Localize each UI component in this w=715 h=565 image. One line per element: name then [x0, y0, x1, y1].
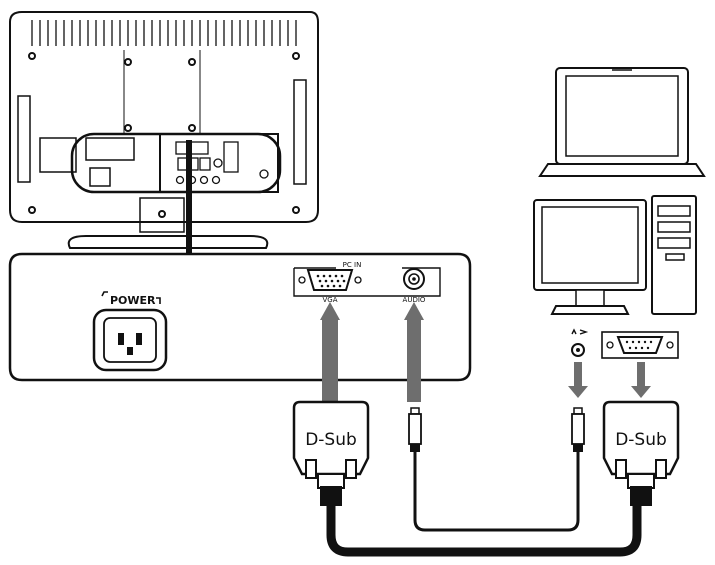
vga-label: VGA	[322, 296, 337, 304]
pc-in-label: PC IN	[343, 261, 362, 269]
pc-in-group	[293, 267, 441, 297]
power-label: POWER	[110, 294, 156, 307]
left-dsub-label: D-Sub	[305, 430, 357, 450]
power-socket	[92, 291, 168, 372]
left-dsub-plug	[292, 400, 370, 506]
pc-tower-illustration	[651, 195, 697, 315]
tv-back-illustration	[9, 11, 319, 249]
right-dsub-plug	[602, 400, 680, 506]
audio-label: AUDIO	[403, 296, 426, 304]
pc-vga-port	[601, 331, 679, 359]
tv-cable-bundle	[186, 140, 192, 260]
right-audio-plug	[571, 407, 585, 452]
left-vga-cable	[320, 302, 340, 402]
left-audio-plug	[408, 407, 422, 452]
laptop-illustration	[538, 67, 706, 177]
pc-audio-arrow	[568, 362, 588, 398]
audio-port	[403, 268, 425, 290]
right-dsub-label: D-Sub	[615, 430, 667, 450]
vga-port	[298, 269, 362, 291]
vga-cable-loop	[326, 502, 642, 557]
pc-monitor-illustration	[533, 199, 647, 315]
audio-cable-loop	[413, 450, 580, 532]
pc-vga-arrow	[631, 362, 651, 398]
left-audio-cable	[404, 302, 424, 402]
rear-panel: POWER PC IN VGA AUDIO	[8, 252, 472, 382]
pc-audio-port	[571, 328, 589, 357]
